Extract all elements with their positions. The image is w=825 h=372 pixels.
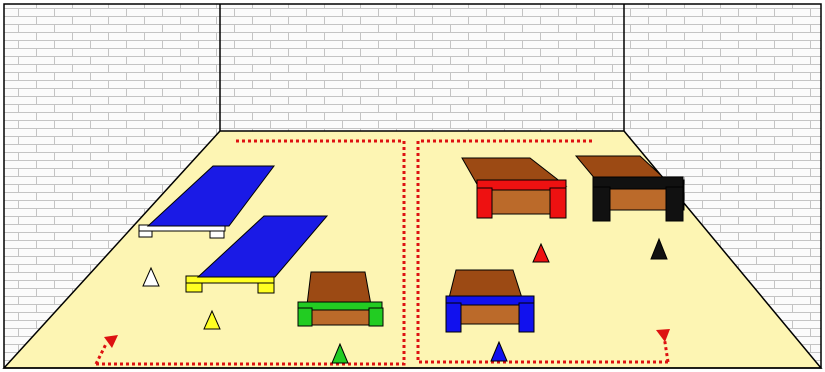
bench-frame-leg [446, 303, 461, 332]
bench-top [307, 272, 371, 305]
bench-top [449, 270, 522, 298]
bench-frame-leg [477, 188, 492, 218]
bench-frame-leg [519, 303, 534, 332]
bench-frame-leg [666, 187, 683, 221]
bench-frame-leg [369, 308, 383, 326]
bench-frame-leg [593, 187, 610, 221]
bench-frame-leg [298, 308, 312, 326]
bench-frame-leg [550, 188, 566, 218]
